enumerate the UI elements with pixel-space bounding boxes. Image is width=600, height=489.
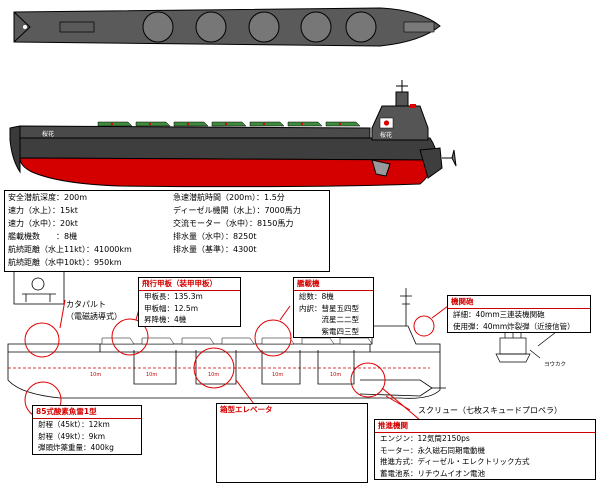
callout-line: 推進方式：ディーゼル・エレクトリック方式	[380, 457, 530, 467]
catapult-label: カタパルト	[66, 300, 106, 309]
depth-mark: 10m	[272, 372, 284, 378]
elevator-title: 箱型エレベータ	[220, 405, 273, 414]
bow-label: 桜花	[42, 131, 55, 138]
aircraft-callout: 艦載機 総数：8機 内訳：彗星五四型 流星二二型 紫電四三型	[293, 277, 374, 339]
callout-line: 蓄電池系：リチウムイオン電池	[380, 468, 485, 478]
depth-mark: 10m	[330, 372, 342, 378]
spec-row: 排水量（水中）：8250t	[173, 231, 257, 241]
callout-line: 流星二二型	[299, 315, 359, 325]
aircraft-title: 艦載機	[294, 278, 373, 291]
elevator-callout: 箱型エレベータ	[216, 403, 368, 483]
spec-column-left: 安全潜航深度：200m 速力（水上）：15kt 速力（水中）：20kt 艦載機数…	[8, 192, 132, 269]
spec-row: 航続距離（水中10kt）：950km	[8, 257, 122, 267]
spec-column-right: 急速潜航時間（200m）：1.5分 ディーゼル機関（水上）：7000馬力 交流モ…	[173, 192, 301, 257]
spec-row: 速力（水上）：15kt	[8, 205, 78, 215]
callout-line: 詳細：40mm三連装機関砲	[453, 310, 545, 319]
callout-line: 甲板幅：12.5m	[144, 303, 199, 313]
callout-line: 昇降機：4機	[144, 315, 187, 325]
spec-table: 安全潜航深度：200m 速力（水上）：15kt 速力（水中）：20kt 艦載機数…	[4, 190, 330, 272]
callout-line: 甲板長：135.3m	[144, 292, 203, 301]
spec-row: 急速潜航時間（200m）：1.5分	[173, 193, 285, 202]
spec-row: 排水量（基準）：4300t	[173, 244, 257, 254]
callout-line: 使用弾：40mm炸裂弾（近接信管）	[453, 321, 575, 331]
callout-line: 内訳：彗星五四型	[299, 303, 359, 313]
callout-line: エンジン：12気筒2150ps	[380, 434, 470, 443]
depth-mark: 10m	[146, 372, 158, 378]
spec-row: 速力（水中）：20kt	[8, 218, 78, 228]
torpedo-title: 85式酸素魚雷1型	[33, 406, 141, 419]
aa-gun-sketch	[495, 330, 557, 363]
callout-line: 総数：8機	[299, 292, 334, 301]
callout-line: 紫電四三型	[299, 326, 359, 336]
aa-gun-title: 機関砲	[448, 296, 590, 309]
spec-row: 交流モーター（水中）：8150馬力	[173, 218, 294, 228]
cutaway-view	[7, 288, 446, 399]
flight-deck-title: 飛行甲板（装甲甲板）	[139, 278, 240, 291]
callout-line: モーター：永久磁石同期電動機	[380, 445, 485, 455]
catapult-sublabel: （電磁誘導式）	[66, 312, 122, 321]
depth-mark: 10m	[208, 372, 220, 378]
callout-line: 射程（49kt）：9km	[38, 431, 105, 441]
screw-label: スクリュー（七枚スキュードプロペラ）	[418, 406, 562, 415]
spec-row: 安全潜航深度：200m	[8, 193, 88, 202]
propulsion-title: 推進機関	[375, 420, 595, 433]
cutaway-planes	[101, 337, 373, 345]
propulsion-callout: 推進機関 エンジン：12気筒2150ps モーター：永久磁石同期電動機 推進方式…	[374, 419, 596, 481]
spec-row: 航続距離（水上11kt）：41000km	[8, 244, 132, 254]
side-view	[9, 80, 457, 188]
flight-deck-callout: 飛行甲板（装甲甲板） 甲板長：135.3m 甲板幅：12.5m 昇降機：4機	[138, 277, 241, 327]
catapult-inset	[13, 269, 65, 305]
aa-gun-tag: ヨウカク	[544, 362, 567, 368]
callout-line: 弾頭炸薬重量：400kg	[38, 443, 114, 453]
aa-gun-callout: 機関砲 詳細：40mm三連装機関砲 使用弾：40mm炸裂弾（近接信管）	[447, 295, 591, 334]
top-view	[13, 7, 441, 47]
torpedo-callout: 85式酸素魚雷1型 射程（45kt）：12km 射程（49kt）：9km 弾頭炸…	[32, 405, 142, 455]
callout-line: 射程（45kt）：12km	[38, 420, 110, 429]
depth-mark: 10m	[90, 372, 102, 378]
bridge-label: 桜花	[380, 132, 393, 139]
spec-row: ディーゼル機関（水上）：7000馬力	[173, 205, 301, 215]
spec-row: 艦載機数 ：8機	[8, 231, 78, 241]
